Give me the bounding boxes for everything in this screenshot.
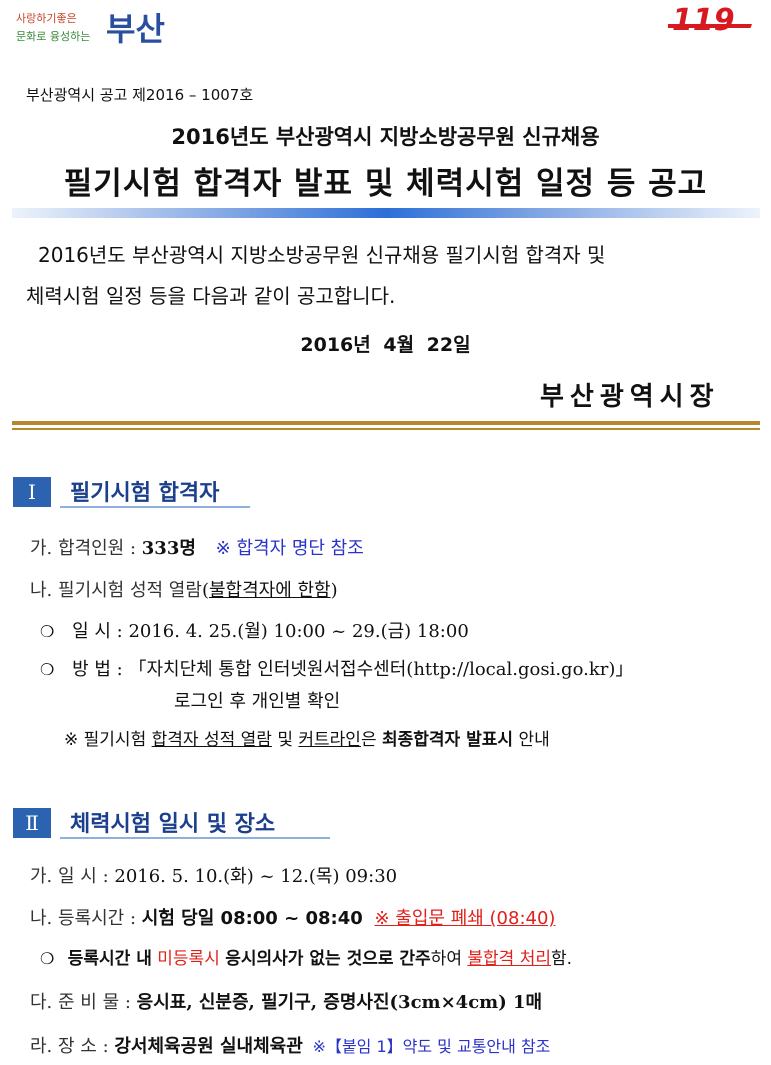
reg-rule-fail: 불합격 처리: [467, 949, 551, 969]
section1-item-b2: ❍ 방 법 : 「자치단체 통합 인터넷원서접수센터(http://local.…: [40, 655, 633, 681]
reg-rule-text-2: 응시의사가 없는 것으로 간주: [225, 949, 431, 969]
score-view-label: 나. 필기시험 성적 열람: [30, 580, 202, 601]
note-cutline: 커트라인: [298, 730, 361, 750]
registration-value: 시험 당일 08:00 ~ 08:40: [141, 908, 363, 929]
bullet-circle: ❍: [40, 660, 55, 679]
issuer-name: 부산광역시장: [540, 382, 720, 412]
reg-rule-text-3: 하여: [430, 949, 462, 969]
score-view-paren-open: (: [201, 580, 209, 601]
notice-date: 2016년 4월 22일: [300, 334, 471, 356]
gate-close-note: ※ 출입문 폐쇄 (08:40): [374, 908, 556, 929]
busan-slogan-logo: 사랑하기좋은 문화로 융성하는 부산: [16, 10, 165, 48]
section2-item-b1: ❍ 등록시간 내 미등록시 응시의사가 없는 것으로 간주하여 불합격 처리함.: [40, 944, 572, 969]
reg-rule-text-4: 함.: [550, 949, 573, 969]
logo-slogan-line1: 사랑하기좋은: [16, 11, 77, 25]
intro-line-2: 체력시험 일정 등을 다음과 같이 공고합니다.: [26, 284, 396, 308]
registration-label: 나. 등록시간 :: [30, 908, 137, 929]
score-view-method-value: 「자치단체 통합 인터넷원서접수센터(http://local.gosi.go.…: [128, 659, 634, 680]
intro-line-1: 2016년도 부산광역시 지방소방공무원 신규채용 필기시험 합격자 및: [38, 243, 606, 267]
notice-number: 부산광역시 공고 제2016 – 1007호: [26, 86, 254, 104]
exam-date-label: 가. 일 시 :: [30, 866, 109, 887]
section1-item-b1: ❍ 일 시 : 2016. 4. 25.(월) 10:00 ~ 29.(금) 1…: [40, 617, 469, 643]
score-view-paren-close: ): [330, 580, 338, 601]
section2-item-c: 다. 준 비 물 : 응시표, 신분증, 필기구, 증명사진(3cm×4cm) …: [30, 988, 542, 1014]
pass-list-note: ※ 합격자 명단 참조: [215, 538, 364, 559]
document-title: 필기시험 합격자 발표 및 체력시험 일정 등 공고: [63, 166, 708, 202]
score-view-method-label: 방 법 :: [72, 659, 123, 680]
exam-date-value: 2016. 5. 10.(화) ~ 12.(목) 09:30: [114, 866, 398, 887]
section2-underline: [60, 837, 330, 839]
section2-item-d: 라. 장 소 : 강서체육공원 실내체육관 ※【붙임 1】약도 및 교통안내 참…: [30, 1032, 550, 1058]
note-prefix: ※ 필기시험: [64, 730, 147, 750]
venue-map-note: ※【붙임 1】약도 및 교통안내 참조: [312, 1037, 551, 1056]
venue-label: 라. 장 소 :: [30, 1036, 109, 1057]
bullet-circle: ❍: [40, 949, 55, 968]
section1-number-badge: Ⅰ: [13, 477, 51, 507]
materials-value: 응시표, 신분증, 필기구, 증명사진(3cm×4cm) 1매: [136, 992, 543, 1013]
score-view-time-value: 2016. 4. 25.(월) 10:00 ~ 29.(금) 18:00: [128, 621, 469, 642]
fire-119-logo: 119: [668, 3, 752, 36]
section2-item-a: 가. 일 시 : 2016. 5. 10.(화) ~ 12.(목) 09:30: [30, 862, 397, 888]
section1-item-a: 가. 합격인원 : 333명 ※ 합격자 명단 참조: [30, 534, 364, 560]
logo-city-name: 부산: [106, 10, 165, 48]
logo-119-text: 119: [672, 3, 735, 36]
logo-slogan-line2: 문화로 융성하는: [16, 29, 90, 43]
venue-value: 강서체육공원 실내체육관: [114, 1036, 303, 1057]
note-score-view: 합격자 성적 열람: [151, 730, 272, 750]
issuer-divider-top: [12, 421, 760, 425]
section2-title: 체력시험 일시 및 장소: [70, 812, 276, 837]
pass-count-label: 가. 합격인원 :: [30, 538, 137, 559]
score-view-time-label: 일 시 :: [72, 621, 123, 642]
score-view-method-value-2: 로그인 후 개인별 확인: [174, 691, 341, 712]
section1-note: ※ 필기시험 합격자 성적 열람 및 커트라인은 최종합격자 발표시 안내: [64, 725, 550, 750]
bullet-circle: ❍: [40, 622, 55, 641]
section2-item-b: 나. 등록시간 : 시험 당일 08:00 ~ 08:40 ※ 출입문 폐쇄 (…: [30, 904, 555, 930]
materials-label: 다. 준 비 물 :: [30, 992, 131, 1013]
score-view-condition: 불합격자에 한함: [208, 580, 331, 601]
reg-rule-unregistered: 미등록시: [157, 949, 220, 969]
document-subtitle: 2016년도 부산광역시 지방소방공무원 신규채용: [171, 125, 600, 149]
pass-count-value: 333명: [141, 538, 196, 559]
section1-title: 필기시험 합격자: [70, 481, 220, 506]
note-and: 및: [277, 730, 293, 750]
title-divider: [12, 208, 760, 218]
note-particle: 은: [360, 730, 377, 750]
note-final-announce: 최종합격자 발표시: [381, 730, 514, 750]
issuer-divider-bottom: [12, 428, 760, 430]
note-guide: 안내: [518, 730, 550, 750]
section2-number-badge: Ⅱ: [13, 808, 51, 838]
section1-item-b: 나. 필기시험 성적 열람(불합격자에 한함): [30, 576, 338, 602]
reg-rule-text-1: 등록시간 내: [67, 949, 152, 969]
section1-underline: [60, 506, 250, 508]
